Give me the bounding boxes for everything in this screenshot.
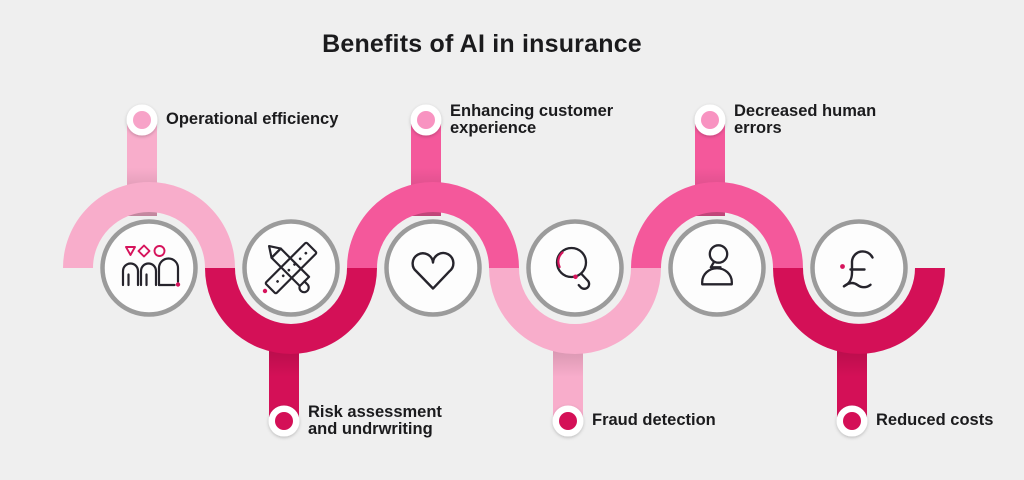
step-marker-risk-assessment xyxy=(268,405,300,437)
step-marker-fraud-detection xyxy=(552,405,584,437)
heart-icon xyxy=(411,251,455,290)
step-arc-fraud-detection xyxy=(489,267,661,354)
step-arc-reduced-costs xyxy=(773,267,945,354)
step-circle-customer-experience xyxy=(384,219,482,317)
pencil-ruler-icon xyxy=(262,241,318,295)
step-arc-customer-experience xyxy=(347,182,519,269)
magnifier-icon xyxy=(555,246,591,290)
step-marker-customer-experience xyxy=(410,104,442,136)
team-icon xyxy=(121,244,181,287)
step-circle-operational-efficiency xyxy=(100,219,198,317)
step-marker-decreased-human-errors xyxy=(694,104,726,136)
step-circle-reduced-costs xyxy=(810,219,908,317)
infographic-title: Benefits of AI in insurance xyxy=(322,30,642,58)
step-arc-operational-efficiency xyxy=(63,182,235,269)
step-arc-decreased-human-errors xyxy=(631,182,803,269)
step-marker-reduced-costs xyxy=(836,405,868,437)
person-icon xyxy=(701,244,733,286)
step-marker-operational-efficiency xyxy=(126,104,158,136)
pound-icon xyxy=(840,250,874,289)
step-arc-risk-assessment xyxy=(205,267,377,354)
step-circle-risk-assessment xyxy=(242,219,340,317)
step-circle-fraud-detection xyxy=(526,219,624,317)
